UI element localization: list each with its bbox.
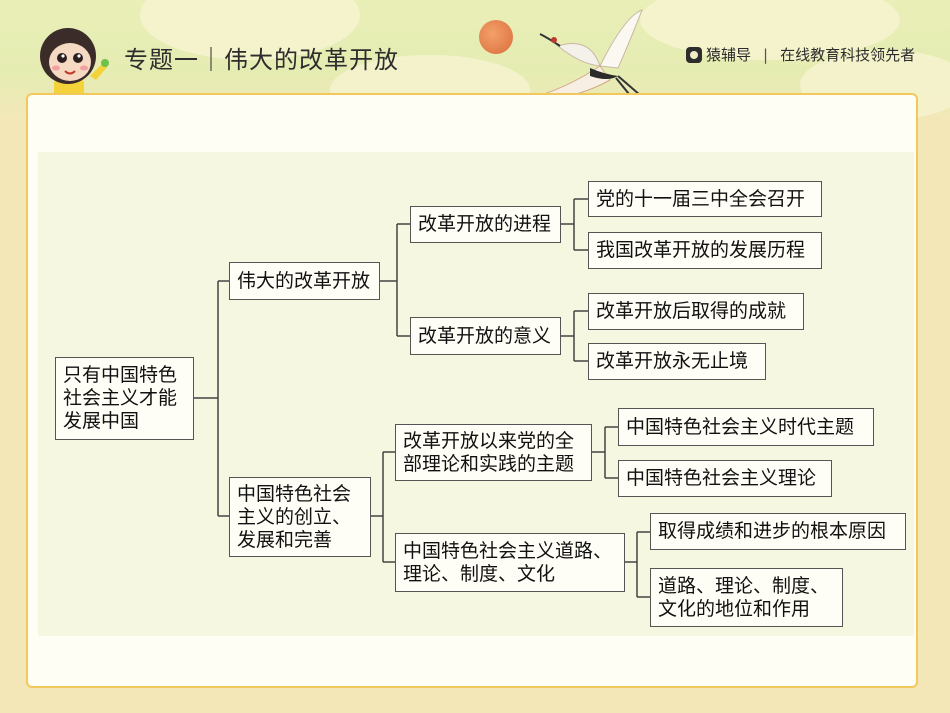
page-title: 专题一｜伟大的改革开放 [124,46,399,74]
mindmap-leaf: 中国特色社会主义时代主题 [618,408,874,446]
brand-separator: | [763,45,769,64]
mindmap-branch-socialism: 中国特色社会主义的创立、发展和完善 [229,477,371,557]
mascot-icon [40,28,109,100]
mindmap-leaf: 我国改革开放的发展历程 [588,232,822,269]
mindmap-leaf: 道路、理论、制度、文化的地位和作用 [650,568,843,627]
mindmap-branch-reform: 伟大的改革开放 [229,262,380,300]
mindmap-leaf: 党的十一届三中全会召开 [588,181,822,217]
brand-slogan: 在线教育科技领先者 [780,46,916,64]
sun-decoration [479,20,513,54]
mindmap-leaf: 中国特色社会主义理论 [618,460,832,497]
brand-name: 猿辅导 [706,46,752,64]
mindmap-node-reform-significance: 改革开放的意义 [410,317,561,355]
mindmap-node-reform-progress: 改革开放的进程 [410,206,561,243]
brand: 猿辅导 | 在线教育科技领先者 [686,44,915,65]
mindmap-node-socialism-road: 中国特色社会主义道路、理论、制度、文化 [395,533,625,592]
mindmap-leaf: 改革开放后取得的成就 [588,293,804,330]
mindmap-leaf: 取得成绩和进步的根本原因 [650,513,906,550]
mindmap-leaf: 改革开放永无止境 [588,343,766,380]
mindmap-node-party-theme: 改革开放以来党的全部理论和实践的主题 [395,424,592,481]
mindmap-root: 只有中国特色社会主义才能发展中国 [55,357,194,440]
brand-logo-icon [686,46,702,63]
